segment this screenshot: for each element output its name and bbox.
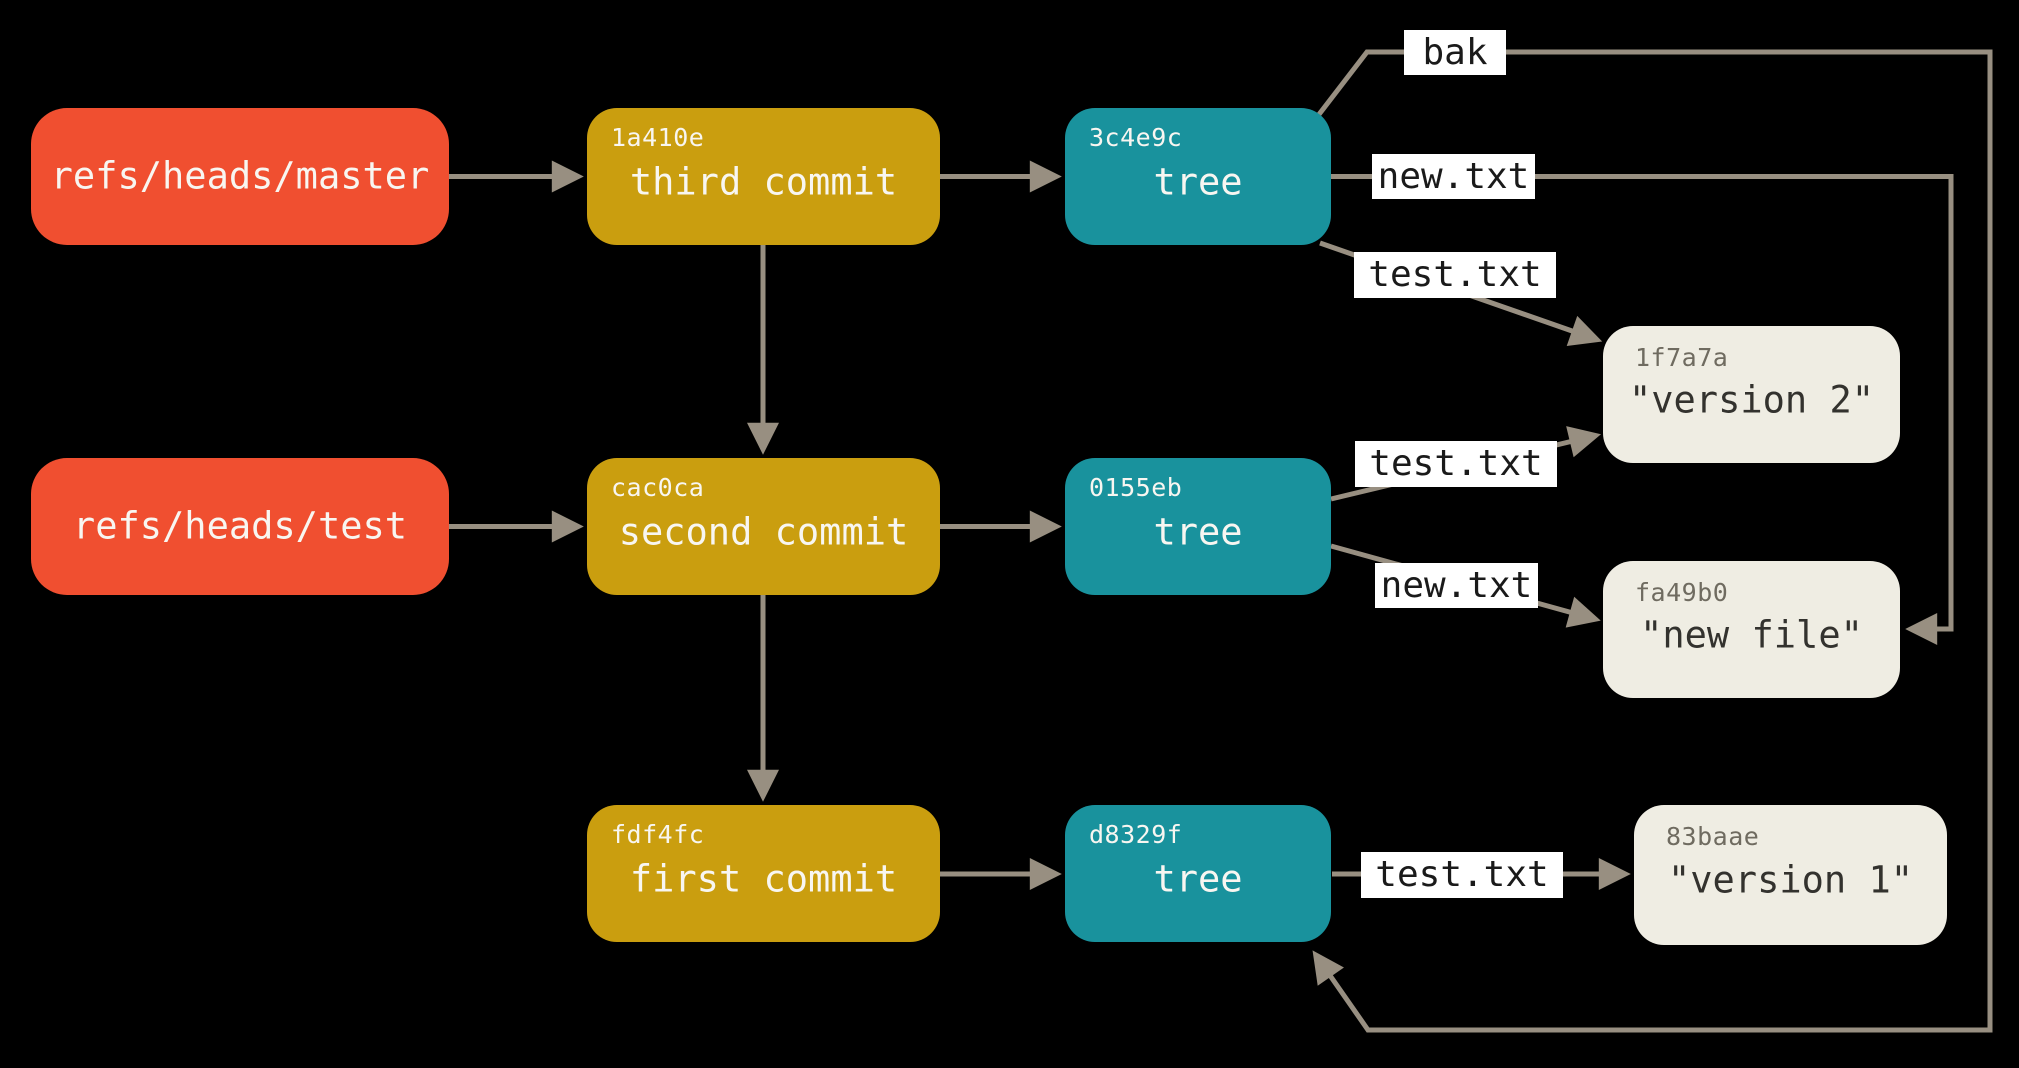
tree-box-second: 0155eb tree [1065,458,1331,595]
edge-label-test-txt-middle: test.txt [1355,441,1557,487]
blob-label: "version 2" [1628,378,1875,422]
ref-label: refs/heads/master [50,154,430,198]
edge-label-test-txt-bottom: test.txt [1361,852,1563,898]
edge-label-test-txt-top: test.txt [1354,252,1556,298]
blob-label: "new file" [1640,613,1863,657]
commit-label: first commit [629,857,898,901]
commit-hash: fdf4fc [611,820,705,849]
commit-label: third commit [629,160,898,204]
tree-label: tree [1153,510,1243,554]
commit-label: second commit [618,510,909,554]
ref-label: refs/heads/test [72,504,408,548]
blob-box-version1: 83baae "version 1" [1634,805,1947,945]
edge-bak-to-first-tree [1312,49,1993,1033]
ref-box-master: refs/heads/master [31,108,449,245]
tree-hash: d8329f [1089,820,1183,849]
commit-hash: cac0ca [611,473,705,502]
commit-box-third: 1a410e third commit [587,108,940,245]
tree-hash: 0155eb [1089,473,1183,502]
blob-hash: 83baae [1666,822,1760,851]
blob-box-new-file: fa49b0 "new file" [1603,561,1900,698]
tree-label: tree [1153,857,1243,901]
tree-box-third: 3c4e9c tree [1065,108,1331,245]
blob-hash: fa49b0 [1635,578,1729,607]
edge-label-new-txt-middle: new.txt [1375,563,1538,608]
edge-label-new-txt-top: new.txt [1372,154,1535,199]
blob-hash: 1f7a7a [1635,343,1729,372]
blob-box-version2: 1f7a7a "version 2" [1603,326,1900,463]
commit-box-first: fdf4fc first commit [587,805,940,942]
tree-hash: 3c4e9c [1089,123,1183,152]
blob-label: "version 1" [1667,858,1914,902]
tree-label: tree [1153,160,1243,204]
commit-hash: 1a410e [611,123,705,152]
edge-newtxt-top-to-newfile-blob [1331,174,1954,646]
edge-label-bak: bak [1404,30,1506,75]
tree-box-first: d8329f tree [1065,805,1331,942]
commit-box-second: cac0ca second commit [587,458,940,595]
ref-box-test: refs/heads/test [31,458,449,595]
